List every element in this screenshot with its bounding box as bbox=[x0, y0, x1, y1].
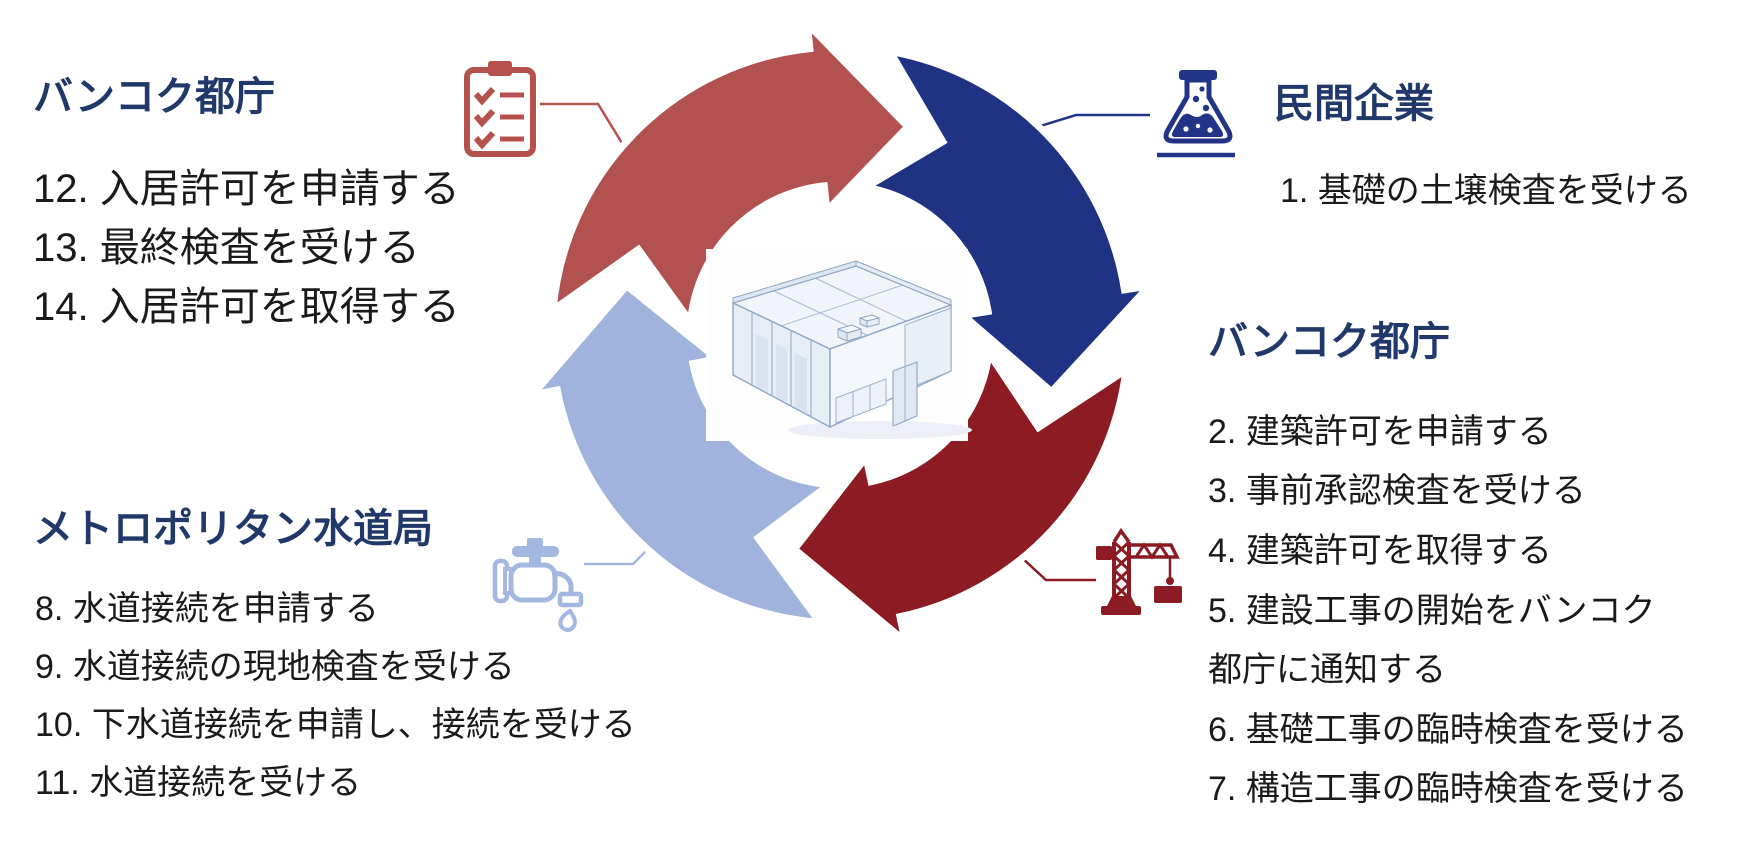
section-header-top-left: バンコク都庁 bbox=[33, 74, 275, 119]
step-3: 3. 事前承認検査を受ける bbox=[1208, 472, 1586, 510]
step-14: 14. 入居許可を取得する bbox=[33, 285, 460, 329]
step-5-line-2: 都庁に通知する bbox=[1208, 651, 1446, 689]
step-12: 12. 入居許可を申請する bbox=[33, 167, 460, 211]
water-faucet-icon bbox=[492, 538, 584, 632]
step-13: 13. 最終検査を受ける bbox=[33, 226, 420, 270]
step-1: 1. 基礎の土壌検査を受ける bbox=[1280, 172, 1692, 210]
section-header-bottom-left: メトロポリタン水道局 bbox=[33, 506, 433, 551]
step-9: 9. 水道接続の現地検査を受ける bbox=[35, 648, 515, 686]
cycle-arrow-right bbox=[856, 46, 1159, 397]
step-2: 2. 建築許可を申請する bbox=[1208, 413, 1552, 451]
construction-crane-icon bbox=[1096, 527, 1182, 615]
step-5-line-1: 5. 建設工事の開始をバンコク bbox=[1208, 592, 1656, 630]
step-11: 11. 水道接続を受ける bbox=[35, 764, 362, 802]
step-4: 4. 建築許可を取得する bbox=[1208, 532, 1552, 570]
cycle-arrow-left bbox=[523, 280, 840, 627]
section-header-top-right: 民間企業 bbox=[1274, 81, 1434, 126]
cycle-arrows bbox=[523, 14, 1159, 651]
clipboard-checklist-icon bbox=[464, 61, 536, 157]
step-8: 8. 水道接続を申請する bbox=[35, 590, 379, 628]
step-7: 7. 構造工事の臨時検査を受ける bbox=[1208, 770, 1688, 808]
step-10: 10. 下水道接続を申請し、接続を受ける bbox=[35, 706, 636, 744]
step-6: 6. 基礎工事の臨時検査を受ける bbox=[1208, 711, 1688, 749]
warehouse-building-image bbox=[706, 249, 972, 441]
cycle-arrow-bottom bbox=[789, 343, 1131, 651]
flask-icon bbox=[1157, 70, 1235, 158]
section-header-right: バンコク都庁 bbox=[1208, 319, 1450, 364]
